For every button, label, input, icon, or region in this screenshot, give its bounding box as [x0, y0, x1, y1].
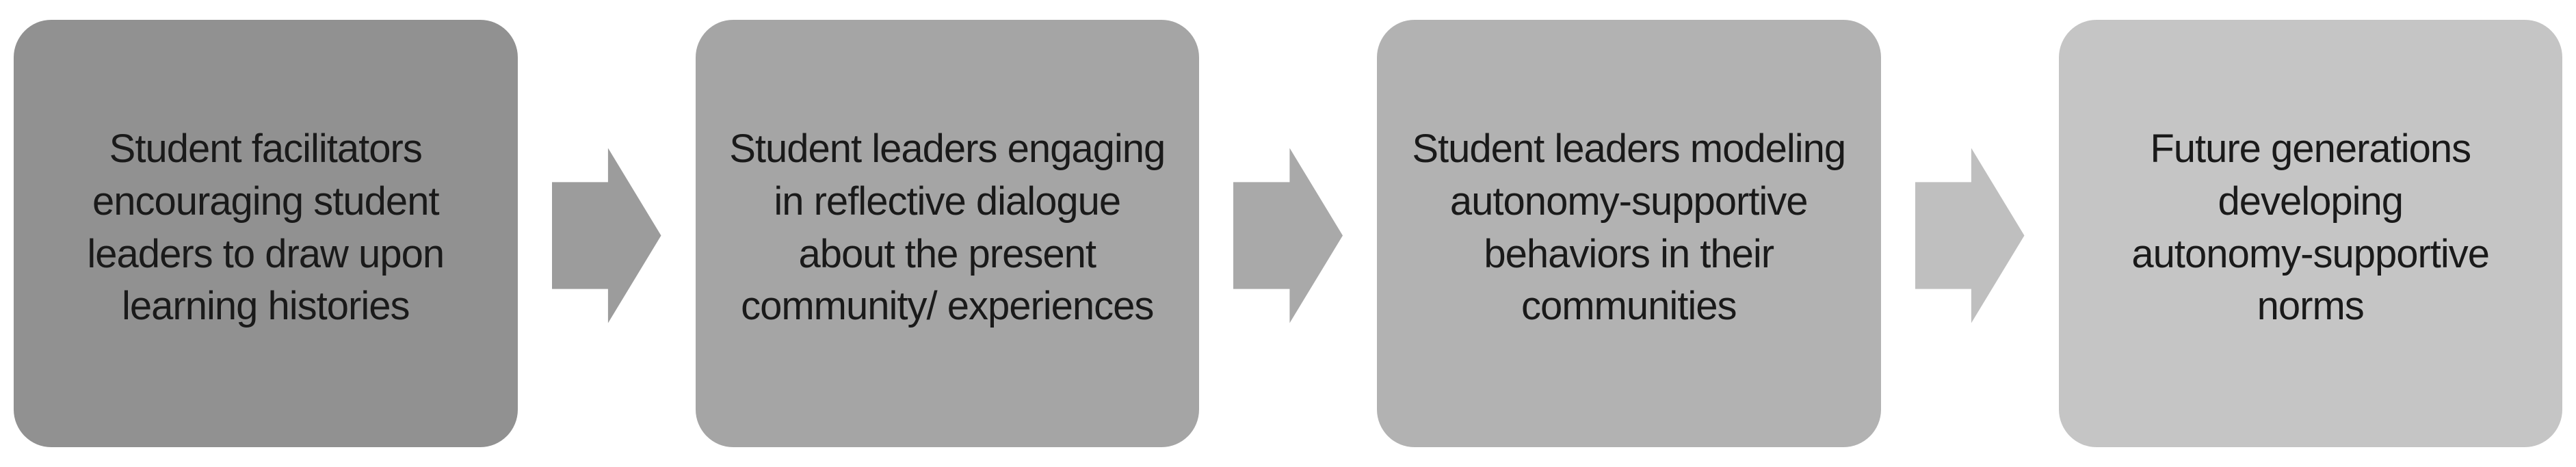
process-step-2: Student leaders engaging in reflective d…	[695, 20, 1199, 447]
process-step-3: Student leaders modeling autonomy-suppor…	[1377, 20, 1881, 447]
process-step-3-text: Student leaders modeling autonomy-suppor…	[1412, 126, 1846, 329]
arrow-gap-2	[1199, 20, 1377, 447]
process-step-2-text: Student leaders engaging in reflective d…	[729, 126, 1166, 329]
process-step-4-text: Future generations developing autonomy-s…	[2131, 126, 2490, 329]
process-step-4: Future generations developing autonomy-s…	[2058, 20, 2562, 447]
process-step-1-text: Student facilitators encouraging student…	[87, 126, 445, 329]
process-step-1: Student facilitators encouraging student…	[14, 20, 518, 447]
arrow-gap-1	[518, 20, 696, 447]
arrow-right-icon	[1233, 148, 1343, 323]
arrow-right-icon	[1915, 148, 2025, 323]
arrow-gap-3	[1881, 20, 2059, 447]
arrow-right-icon	[551, 148, 661, 323]
